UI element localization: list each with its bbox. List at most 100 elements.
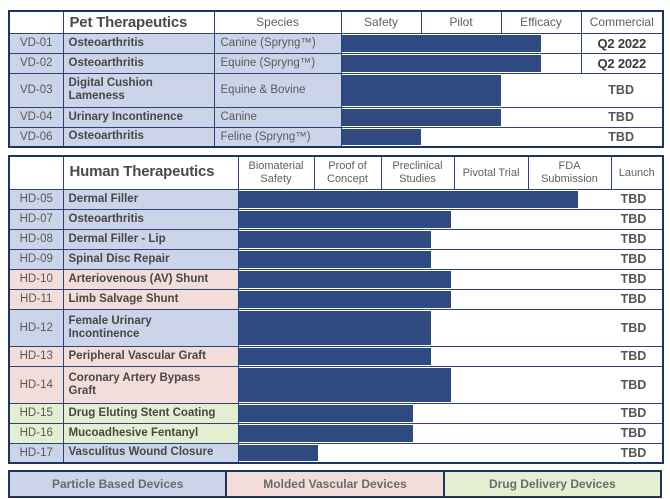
milestone-label: TBD	[620, 445, 647, 460]
milestone-cell: Q2 2022	[580, 52, 664, 74]
row-name-cell: Dermal Filler	[62, 188, 239, 210]
row-id-cell: VD-06	[8, 126, 64, 148]
row-id-cell: HD-10	[8, 268, 64, 290]
column-header-biomaterial-safety: Biomaterial Safety	[237, 155, 315, 190]
row-name-cell: Coronary Artery Bypass Graft	[62, 365, 239, 404]
progress-bar	[239, 210, 451, 228]
progress-bar	[239, 230, 431, 248]
column-header-preclinical-studies: Preclinical Studies	[380, 155, 455, 190]
milestone-label: TBD	[620, 272, 647, 286]
row-species-cell: Feline (Spryng™)	[213, 126, 342, 148]
legend-item-particle-based: Particle Based Devices	[8, 470, 228, 498]
row-name-cell: Mucoadhesive Fentanyl	[62, 422, 239, 444]
milestone-label: TBD	[620, 252, 647, 266]
row-name-label: Digital Cushion Lameness	[68, 77, 153, 102]
row-species-cell: Canine	[213, 106, 342, 128]
row-name-cell: Digital Cushion Lameness	[62, 72, 215, 108]
progress-bar	[239, 424, 413, 442]
progress-bar	[239, 270, 451, 288]
human-section-title: Human Therapeutics	[62, 155, 239, 190]
progress-bar	[239, 347, 431, 365]
progress-bar-cell: TBD	[237, 268, 664, 290]
milestone-label: TBD	[620, 292, 647, 306]
row-name-cell: Urinary Incontinence	[62, 106, 215, 128]
row-name-label: Female Urinary Incontinence	[68, 314, 152, 340]
milestone-label: TBD	[620, 377, 647, 392]
row-name-cell: Limb Salvage Shunt	[62, 288, 239, 310]
row-name-cell: Spinal Disc Repair	[62, 248, 239, 270]
human-header-row: Human Therapeutics Biomaterial Safety Pr…	[8, 155, 664, 190]
row-name-label: Spinal Disc Repair	[68, 252, 170, 265]
pet-header-row: Pet Therapeutics Species Safety Pilot Ef…	[8, 10, 664, 34]
row-id-cell: VD-04	[8, 106, 64, 128]
progress-bar-cell: TBD	[237, 188, 664, 210]
row-name-label: Coronary Artery Bypass Graft	[68, 371, 201, 397]
row-name-label: Dermal Filler	[68, 192, 139, 205]
row-name-cell: Drug Eluting Stent Coating	[62, 402, 239, 424]
column-header-commercial: Commercial	[580, 10, 664, 34]
row-id-cell: HD-13	[8, 345, 64, 367]
row-id-cell: VD-01	[8, 32, 64, 54]
row-name-label: Dermal Filler - Lip	[68, 232, 166, 245]
pet-corner-cell	[8, 10, 64, 34]
row-id-cell: HD-09	[8, 248, 64, 270]
table-row: HD-05 Dermal Filler TBD	[8, 188, 664, 210]
row-name-cell: Female Urinary Incontinence	[62, 308, 239, 347]
row-id-cell: HD-14	[8, 365, 64, 404]
pet-therapeutics-table: Pet Therapeutics Species Safety Pilot Ef…	[8, 10, 664, 148]
row-name-label: Urinary Incontinence	[68, 110, 183, 123]
row-name-label: Peripheral Vascular Graft	[68, 349, 206, 362]
row-species-cell: Canine (Spryng™)	[213, 32, 342, 54]
row-name-label: Osteoarthritis	[68, 212, 144, 225]
row-name-label: Drug Eluting Stent Coating	[68, 406, 216, 419]
legend-item-molded-vascular: Molded Vascular Devices	[225, 470, 445, 498]
human-corner-cell	[8, 155, 64, 190]
progress-bar	[342, 108, 501, 126]
milestone-label: TBD	[620, 212, 647, 226]
device-type-legend: Particle Based Devices Molded Vascular D…	[8, 470, 662, 498]
row-id-cell: HD-08	[8, 228, 64, 250]
row-name-cell: Osteoarthritis	[62, 208, 239, 230]
column-header-pilot: Pilot	[420, 10, 502, 34]
pet-section-title: Pet Therapeutics	[62, 10, 215, 34]
legend-item-drug-delivery: Drug Delivery Devices	[442, 470, 662, 498]
progress-bar-cell: TBD	[340, 106, 664, 128]
row-name-cell: Dermal Filler - Lip	[62, 228, 239, 250]
row-id-cell: HD-16	[8, 422, 64, 444]
milestone-label: TBD	[620, 192, 647, 206]
progress-bar-cell	[340, 32, 582, 54]
row-id-cell: HD-12	[8, 308, 64, 347]
row-name-label: Osteoarthritis	[68, 36, 144, 49]
milestone-cell: Q2 2022	[580, 32, 664, 54]
milestone-label: TBD	[608, 110, 634, 124]
row-name-cell: Osteoarthritis	[62, 32, 215, 54]
row-species-cell: Equine (Spryng™)	[213, 52, 342, 74]
progress-bar-cell: TBD	[237, 365, 664, 404]
column-header-proof-of-concept: Proof of Concept	[313, 155, 382, 190]
column-header-pivotal-trial: Pivotal Trial	[453, 155, 529, 190]
progress-bar-cell	[340, 52, 582, 74]
row-id-cell: HD-05	[8, 188, 64, 210]
progress-bar	[342, 128, 421, 145]
progress-bar-cell: TBD	[340, 126, 664, 148]
progress-bar	[342, 54, 541, 72]
column-header-safety: Safety	[340, 10, 422, 34]
progress-bar-cell: TBD	[237, 288, 664, 310]
table-row: VD-04 Urinary Incontinence Canine TBD	[8, 106, 664, 128]
progress-bar	[239, 250, 431, 268]
row-name-label: Limb Salvage Shunt	[68, 292, 179, 305]
milestone-label: TBD	[620, 232, 647, 246]
progress-bar	[239, 404, 413, 422]
row-id-cell: HD-15	[8, 402, 64, 424]
milestone-label: TBD	[608, 129, 634, 144]
milestone-label: TBD	[620, 349, 647, 363]
